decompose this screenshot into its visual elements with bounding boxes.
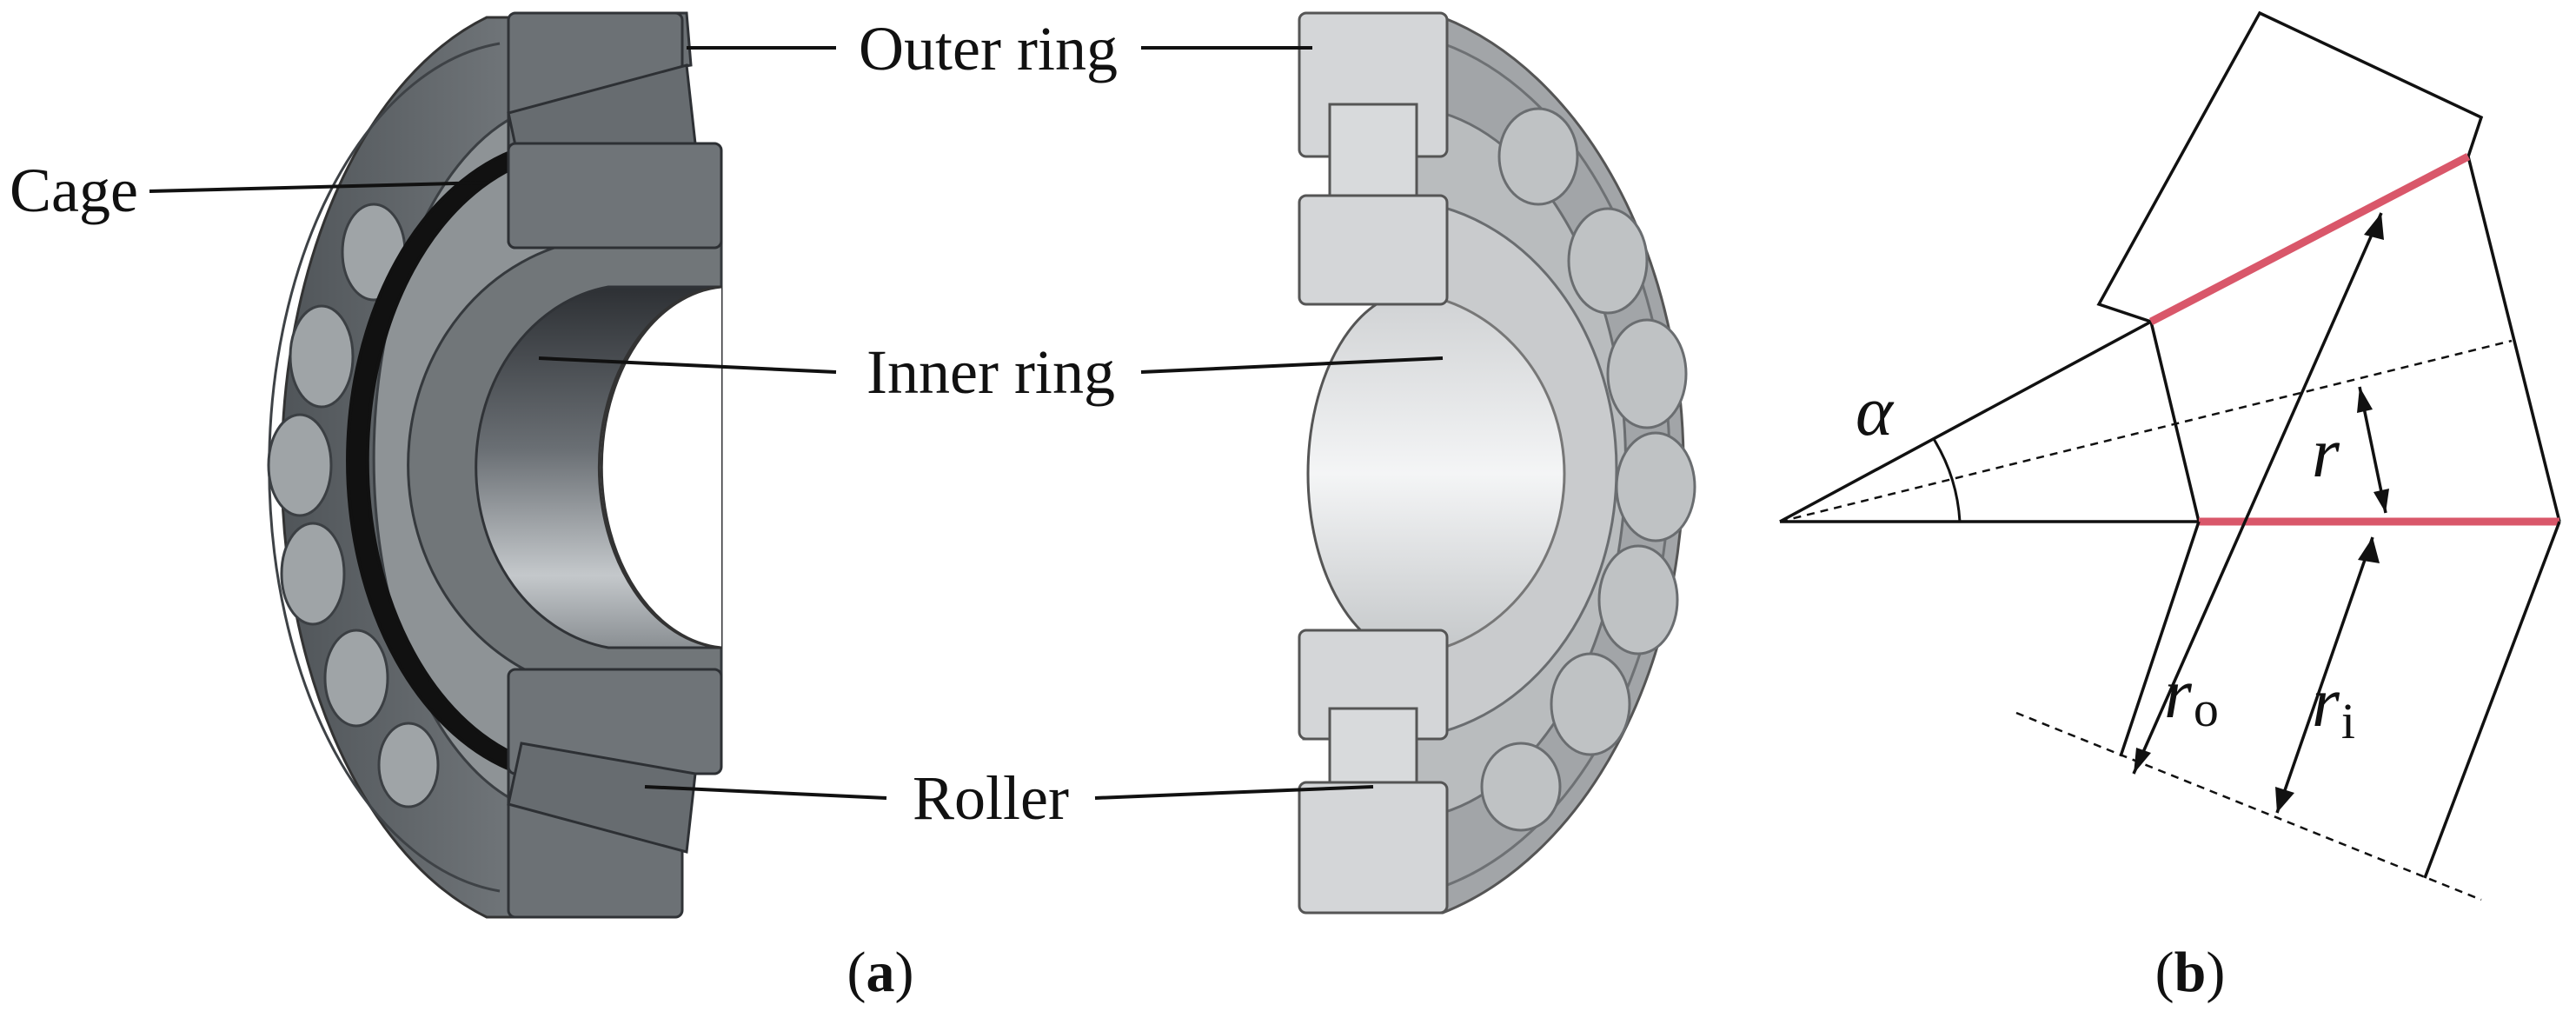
light-bearing-cutaway [1286,11,1696,915]
outer-contact-line [2148,153,2471,325]
r-i-dimension [2275,536,2380,814]
roller-rectangle [2096,10,2484,323]
reference-dashed-base [2015,711,2482,902]
cage-label: Cage [10,156,138,225]
inner-ring-label: Inner ring [866,337,1115,407]
alpha-arc [1932,438,1962,522]
leader-lines [149,46,1444,800]
cone-line-upper [1779,320,2152,523]
r-symbol: r [2312,413,2340,492]
caption-b: (b) [2155,941,2226,1004]
roller-geometry-diagram [1779,10,2561,902]
r-o-symbol: ro [2164,654,2219,737]
caption-a: (a) [847,941,914,1004]
dark-inner-ring-section-top [507,142,723,250]
light-bore-opening [1286,291,1417,656]
r-i-symbol: ri [2312,662,2355,749]
dark-roller-section-bottom [507,742,697,854]
outer-ring-label: Outer ring [859,14,1118,83]
light-outer-ring-section-bottom [1298,781,1449,915]
cone-center-dashed [1779,339,2513,523]
r-o-dimension [2132,212,2384,775]
light-roller-set [1480,107,1696,832]
roller-label: Roller [913,763,1069,833]
dark-roller-set [267,203,440,808]
light-inner-ring-section-top [1298,194,1449,306]
alpha-symbol: α [1856,371,1895,450]
r-dimension [2357,386,2389,514]
dark-bearing-cutaway [267,11,723,919]
light-inner-ring-bore [1302,289,1566,658]
